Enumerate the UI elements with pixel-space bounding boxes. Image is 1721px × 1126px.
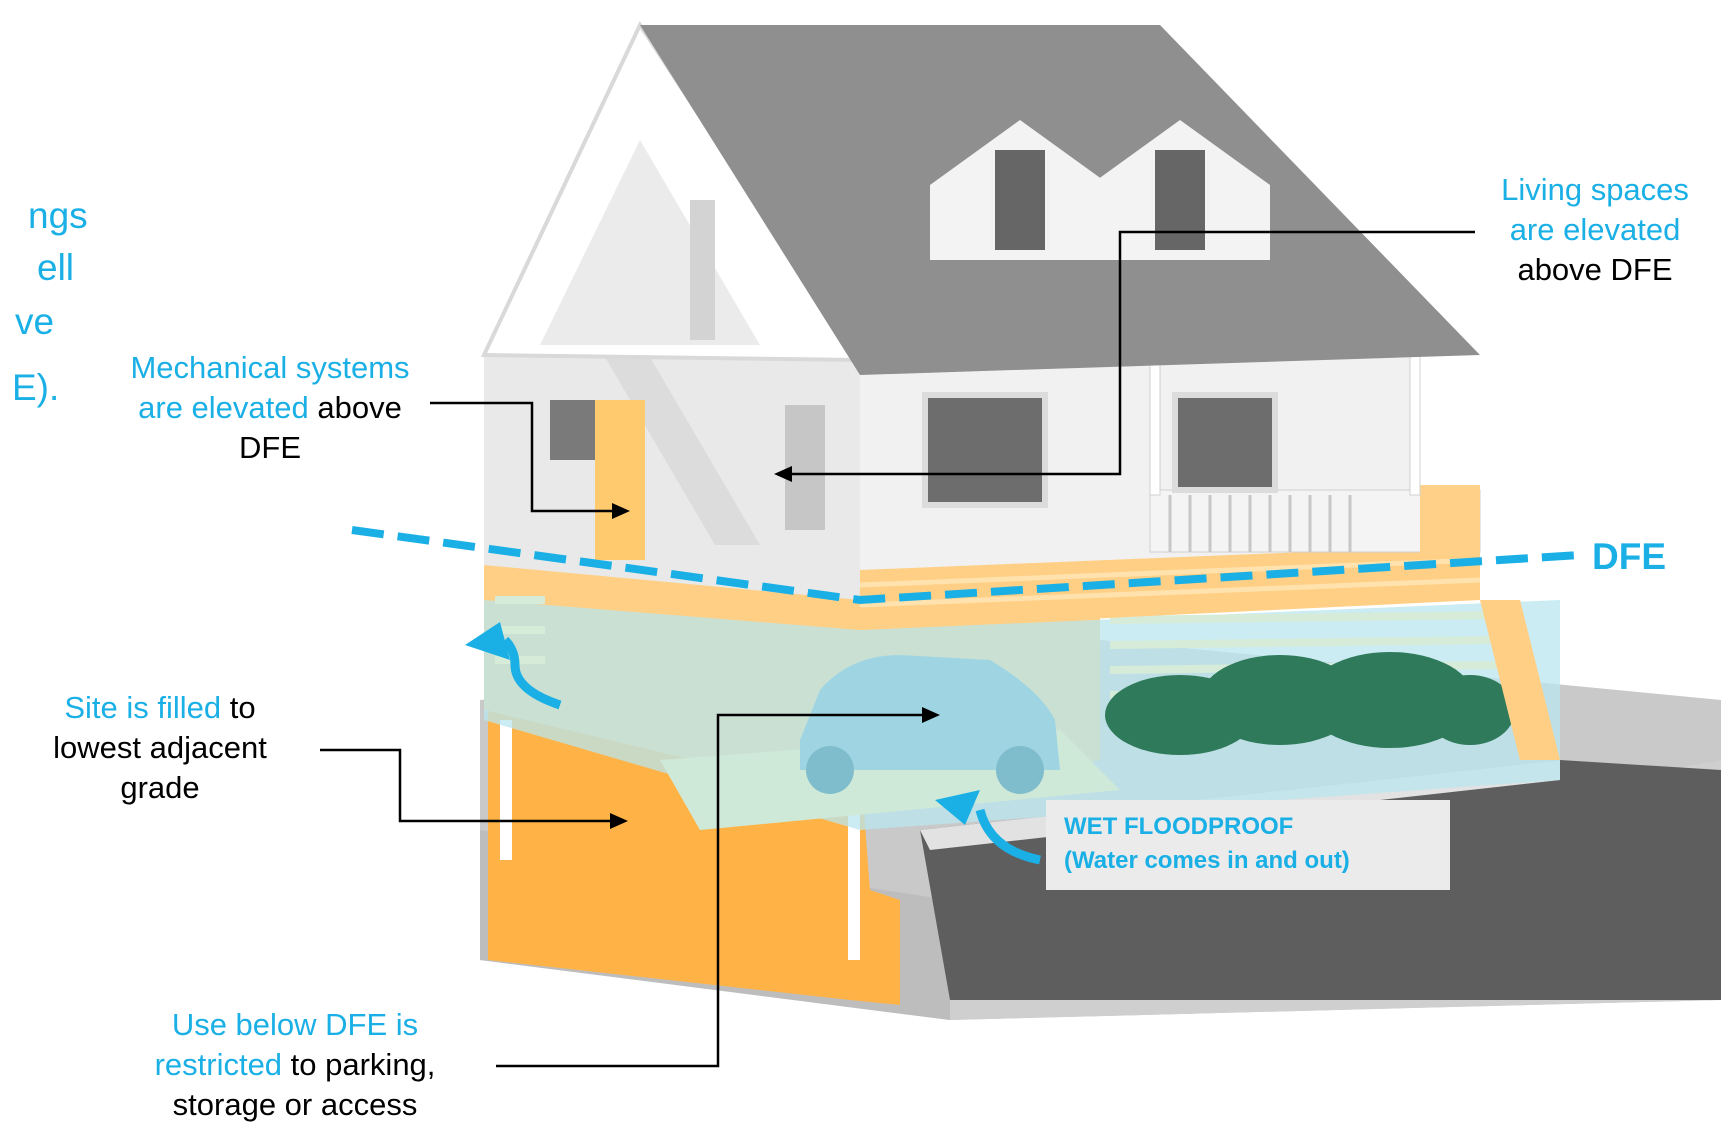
mechanical-line2-black: above (308, 390, 402, 425)
label-site-filled: Site is filled to lowest adjacent grade (10, 688, 310, 808)
label-living-spaces: Living spaces are elevated above DFE (1470, 170, 1720, 290)
house-body (484, 340, 1560, 760)
living-line3: above DFE (1517, 252, 1673, 287)
living-line2: are elevated (1509, 212, 1681, 247)
use-line1: Use below DFE is (171, 1007, 419, 1042)
wet-floodproof-box: WET FLOODPROOF (Water comes in and out) (1046, 800, 1450, 890)
shrubs (1105, 652, 1515, 755)
label-use-below-dfe: Use below DFE is restricted to parking, … (125, 1005, 465, 1125)
callout-arrowheads (610, 466, 940, 829)
water-flow-arrow-right (975, 808, 1041, 865)
dfe-line (351, 526, 1581, 605)
use-line2-blue: restricted (154, 1047, 283, 1082)
mechanical-line1: Mechanical systems (130, 350, 410, 385)
roof (480, 20, 1480, 375)
cutoff-text-3: ve (15, 301, 55, 342)
site-line1-black: to (221, 690, 256, 725)
site-line1-blue: Site is filled (64, 690, 222, 725)
callout-leaders (320, 230, 1475, 1068)
site-line3: grade (120, 770, 200, 805)
dfe-label: DFE (1592, 536, 1666, 577)
site-line2: lowest adjacent (53, 730, 267, 765)
water-flow-arrowhead-right (935, 790, 980, 825)
living-line1: Living spaces (1501, 172, 1689, 207)
cutoff-text-1: ngs (28, 195, 88, 236)
label-mechanical: Mechanical systems are elevated above DF… (90, 348, 450, 468)
cutoff-text-4: E). (12, 367, 60, 408)
wet-floodproof-note: (Water comes in and out) (1064, 847, 1350, 874)
wet-floodproof-title: WET FLOODPROOF (1064, 813, 1294, 840)
use-line3: storage or access (172, 1087, 418, 1122)
water-flow-arrow-left (501, 636, 562, 710)
mechanical-line3: DFE (239, 430, 301, 465)
water-flow-arrowhead-left (465, 622, 510, 660)
mechanical-line2-blue: are elevated (138, 390, 309, 425)
use-line2-black: to parking, (282, 1047, 436, 1082)
cutoff-text-2: ell (37, 247, 75, 288)
